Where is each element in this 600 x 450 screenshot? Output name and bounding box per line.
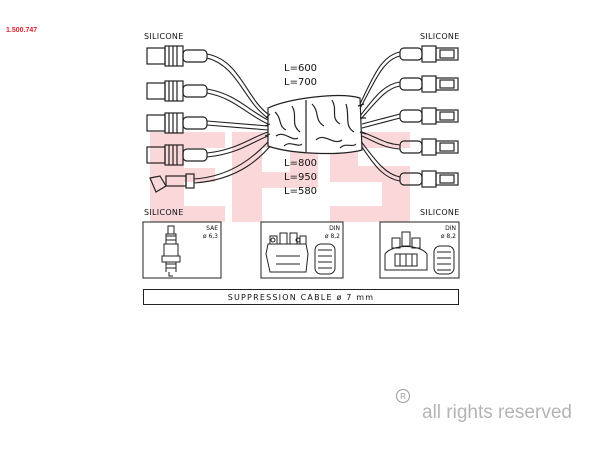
length-label: L=950 — [284, 172, 318, 183]
left-connectors — [146, 45, 208, 193]
silicone-label-bottom-left: SILICONE — [144, 208, 184, 217]
distributor-box-2 — [379, 221, 460, 279]
cable-lengths-bottom: L=800 L=950 L=580 — [284, 157, 317, 199]
length-label: L=800 — [284, 158, 318, 169]
right-cables — [357, 51, 401, 182]
length-label: L=700 — [284, 77, 318, 88]
spec-size: ø 8,2 — [440, 233, 456, 240]
spark-plug-box — [142, 221, 222, 279]
spec-size: ø 8,2 — [324, 233, 340, 240]
terminal-sleeve-icon-1 — [314, 243, 336, 275]
right-boot-2 — [399, 75, 459, 93]
silicone-label-top-right: SILICONE — [420, 32, 460, 41]
right-boot-5 — [399, 170, 459, 188]
spark-plug-spec: SAE ø 6,3 — [190, 225, 218, 241]
spec-standard: DIN — [329, 225, 340, 232]
silicone-label-top-left: SILICONE — [144, 32, 184, 41]
left-boot-1 — [146, 45, 208, 67]
rights-reserved-text: all rights reserved — [422, 402, 572, 423]
distributor-2-spec: DIN ø 8,2 — [424, 225, 456, 241]
suppression-cable-label: SUPPRESSION CABLE ø 7 mm — [143, 289, 459, 305]
cable-bundle — [264, 95, 367, 155]
length-label: L=580 — [284, 186, 318, 197]
spec-standard: SAE — [206, 225, 218, 232]
registered-mark: R — [396, 389, 410, 403]
left-boot-4 — [146, 144, 208, 166]
spec-standard: DIN — [445, 225, 456, 232]
left-boot-2 — [146, 80, 208, 102]
distributor-box-1 — [260, 221, 344, 279]
left-boot-3 — [146, 112, 208, 134]
right-connectors — [399, 45, 459, 188]
left-boot-angled — [149, 173, 195, 193]
left-cables — [193, 53, 273, 184]
distributor-cap-icon-1 — [265, 232, 309, 273]
part-number: 1.500.747 — [6, 27, 38, 34]
right-boot-1 — [399, 45, 459, 63]
cable-lengths-top: L=600 L=700 — [284, 62, 317, 90]
spec-size: ø 6,3 — [202, 233, 218, 240]
terminal-sleeve-icon-2 — [433, 245, 455, 275]
distributor-1-spec: DIN ø 8,2 — [308, 225, 340, 241]
distributor-cap-icon-2 — [384, 231, 428, 271]
right-boot-4 — [399, 138, 459, 156]
spark-plug-icon — [161, 225, 181, 277]
silicone-label-bottom-right: SILICONE — [420, 208, 460, 217]
length-label: L=600 — [284, 63, 318, 74]
right-boot-3 — [399, 107, 459, 125]
